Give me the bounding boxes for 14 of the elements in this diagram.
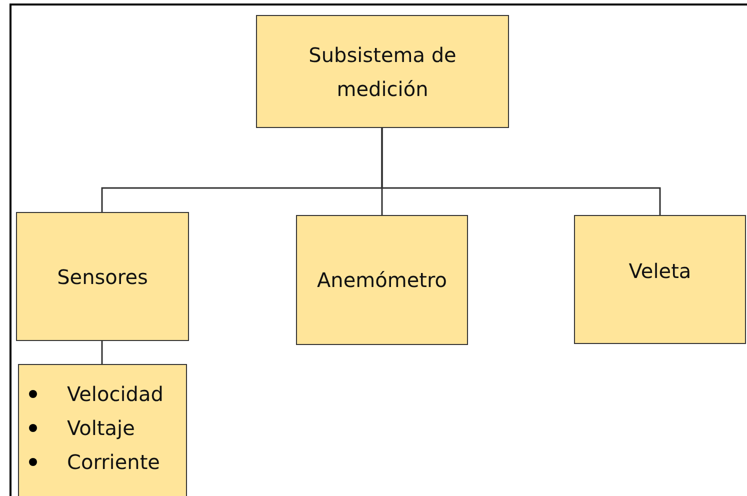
process-box — [574, 215, 746, 344]
list-item: Corriente — [67, 449, 160, 476]
list-item: Voltaje — [67, 415, 135, 442]
process-box — [296, 215, 468, 345]
process-box — [256, 15, 509, 128]
node-label: Subsistema de medición — [308, 42, 458, 103]
node-label: Sensores — [57, 264, 148, 290]
node-label: Anemómetro — [316, 267, 448, 294]
node-label: Veleta — [628, 258, 692, 285]
process-box — [16, 212, 189, 341]
list-item: Velocidad — [67, 381, 164, 408]
connector-line — [101, 341, 103, 364]
list-box — [18, 364, 187, 496]
connector-line — [381, 128, 661, 215]
